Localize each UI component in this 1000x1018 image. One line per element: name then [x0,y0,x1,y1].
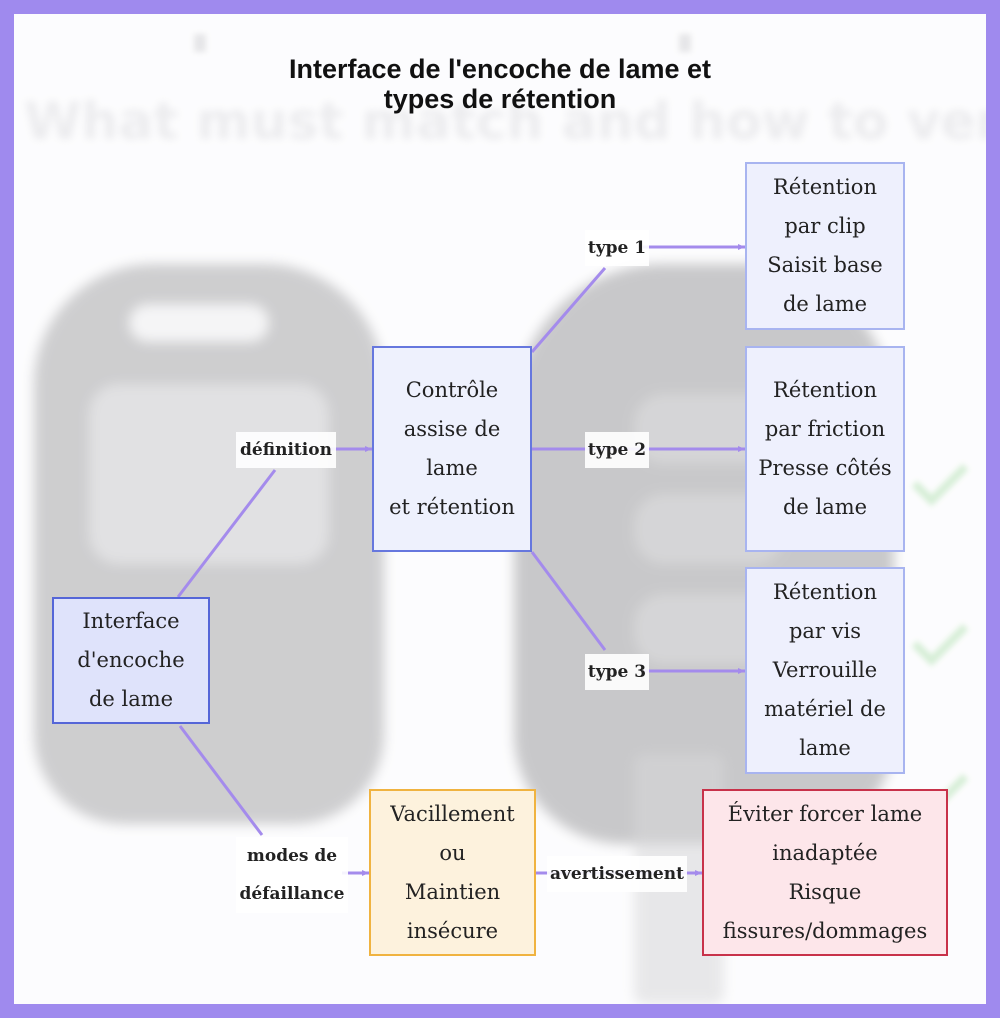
node-controle-assise: Contrôle assise de lame et rétention [372,346,532,552]
edge-label-avertissement: avertissement [547,856,687,892]
diagram-title: Interface de l'encoche de lame et types … [0,54,1000,114]
node-retention-friction: Rétention par friction Presse côtés de l… [745,346,905,552]
node-retention-vis: Rétention par vis Verrouille matériel de… [745,567,905,774]
edge-label-type-2: type 2 [585,432,649,468]
node-vacillement: Vacillement ou Maintien insécure [369,789,536,956]
edge-label-definition: définition [236,432,336,468]
edge-controle-to-vis [530,551,745,671]
node-interface-encoche: Interface d'encoche de lame [52,597,210,724]
edge-label-modes-defaillance: modes de défaillance [236,837,348,913]
edge-interface-to-controle [176,449,372,598]
title-line-1: Interface de l'encoche de lame et [288,54,712,84]
background-key-fob-left [34,264,384,824]
edge-controle-to-clip [530,247,745,353]
background-headline: What must match and how to verify fit [24,92,986,152]
edge-label-type-3: type 3 [585,654,649,690]
title-line-2: types de rétention [383,84,617,114]
edge-label-type-1: type 1 [585,230,649,266]
node-retention-clip: Rétention par clip Saisit base de lame [745,162,905,330]
node-eviter-forcer: Éviter forcer lame inadaptée Risque fiss… [702,789,948,956]
